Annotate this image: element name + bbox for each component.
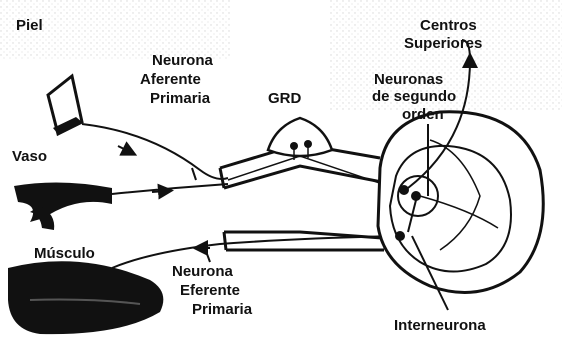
label-second-order-line2: de segundo [372, 88, 456, 105]
label-efferent-line1: Neurona [172, 263, 234, 280]
efferent-fiber [112, 236, 400, 268]
dorsal-root-ganglion [268, 118, 332, 160]
label-efferent-line2: Eferente [180, 282, 240, 299]
pointer-afferent [192, 168, 196, 180]
afferent-arrow-2 [152, 191, 166, 192]
label-afferent-line2: Aferente [140, 71, 201, 88]
afferent-fiber-vessel [112, 184, 228, 194]
second-order-neuron-1 [399, 185, 409, 195]
label-afferent-line1: Neurona [152, 52, 214, 69]
afferent-fiber-skin [82, 124, 228, 179]
label-afferent-line3: Primaria [150, 90, 211, 107]
label-interneurona: Interneurona [394, 317, 486, 334]
muscle-shape [8, 261, 163, 334]
label-grd: GRD [268, 90, 302, 107]
second-order-neuron-2 [411, 191, 421, 201]
afferent-arrow-1 [118, 146, 130, 152]
label-piel: Piel [16, 17, 43, 34]
vessel-shape [14, 182, 112, 222]
label-centros-line1: Centros [420, 17, 477, 34]
label-second-order-line1: Neuronas [374, 71, 443, 88]
label-second-order-line3: orden [402, 106, 444, 123]
label-efferent-line3: Primaria [192, 301, 253, 318]
label-musculo: Músculo [34, 245, 95, 262]
ventral-root [224, 232, 384, 250]
interneuron-cell [395, 231, 405, 241]
vessel-block [48, 76, 82, 134]
label-centros-line2: Superiores [404, 35, 482, 52]
label-vaso: Vaso [12, 148, 47, 165]
spinal-cord [378, 112, 543, 293]
